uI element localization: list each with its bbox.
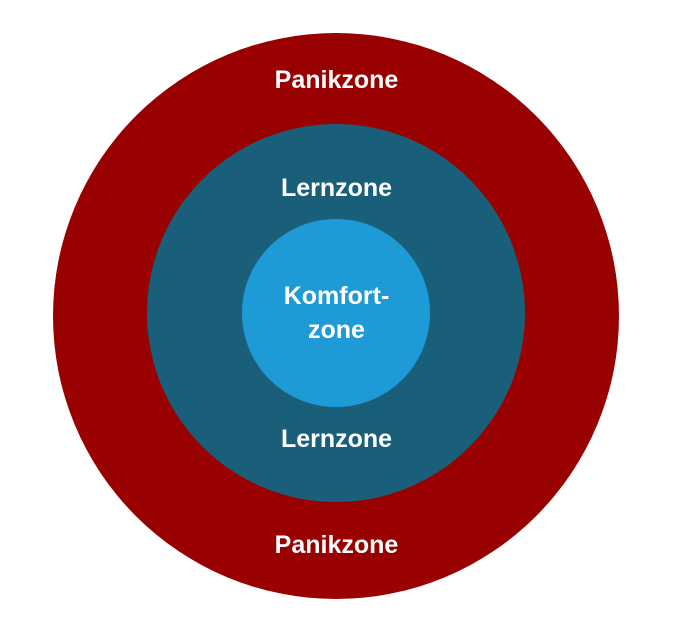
- learning-zone-label-bottom: Lernzone: [280, 425, 393, 453]
- comfort-zone-label-line2: zone: [308, 316, 365, 344]
- learning-zone-label-top: Lernzone: [280, 174, 393, 202]
- comfort-zone-circle: [242, 219, 430, 407]
- panic-zone-label-top: Panikzone: [274, 66, 399, 94]
- comfort-zone-label-line1: Komfort-: [283, 282, 390, 310]
- panic-zone-label-bottom: Panikzone: [274, 531, 399, 559]
